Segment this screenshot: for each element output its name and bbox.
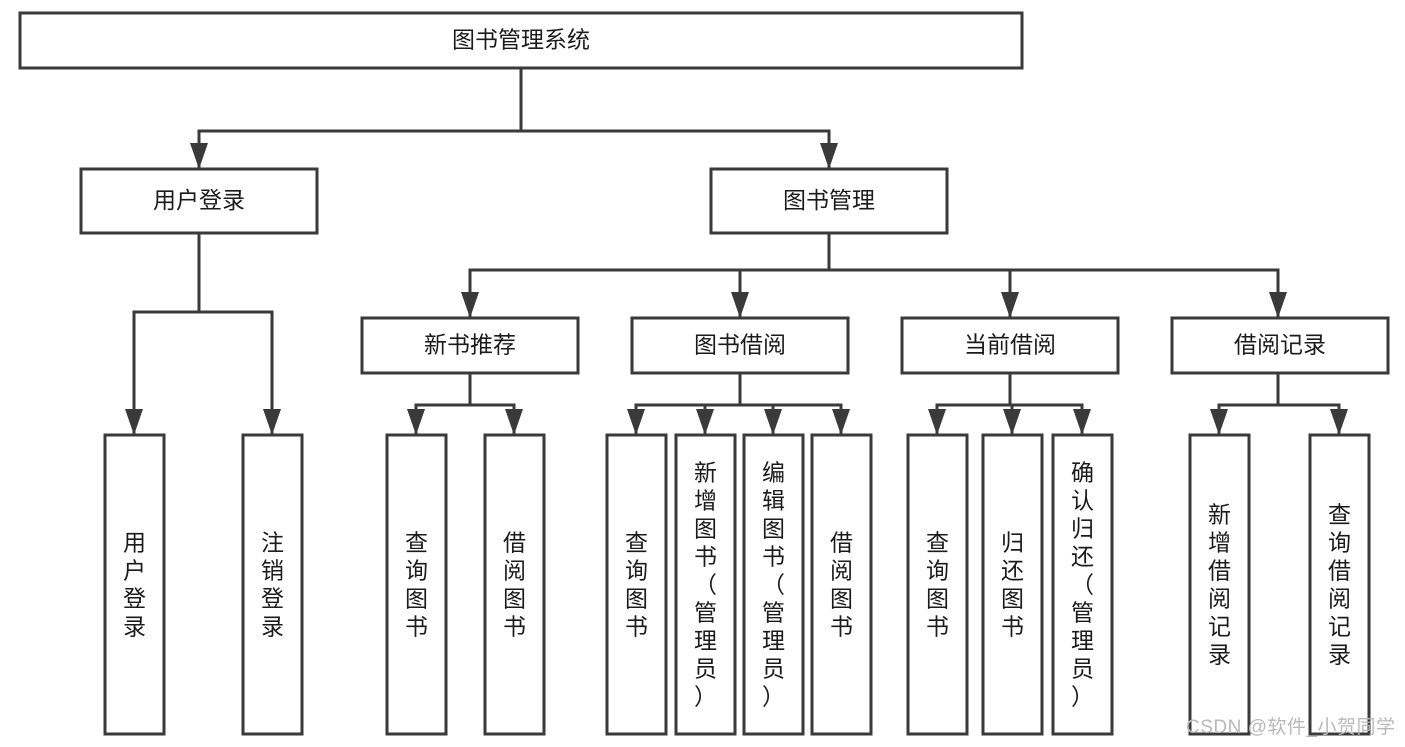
arrow-head-icon <box>1330 409 1348 435</box>
arrow-head-icon <box>407 409 425 435</box>
node-leaf-label-10: 确认归还（管理员） <box>1071 460 1094 710</box>
node-root-label: 图书管理系统 <box>452 27 590 53</box>
node-level3-label-2: 当前借阅 <box>964 332 1056 358</box>
node-leaf-label-3: 借阅图书 <box>503 530 526 640</box>
node-level3-box-3[interactable] <box>1170 316 1390 375</box>
node-leaf-box-7[interactable] <box>810 433 873 736</box>
node-level3-label-1: 图书借阅 <box>694 332 786 358</box>
node-level3-box-2[interactable] <box>900 316 1120 375</box>
node-leaf-label-7: 借阅图书 <box>830 530 853 640</box>
node-leaf-box-3[interactable] <box>483 433 546 736</box>
node-leaf-box-4[interactable] <box>605 433 668 736</box>
node-leaf-box-2[interactable] <box>385 433 448 736</box>
node-leaf-label-1: 注销登录 <box>261 530 284 640</box>
node-leaf-box-12[interactable] <box>1308 433 1371 736</box>
node-leaf-box-6[interactable] <box>742 433 805 736</box>
arrow-head-icon <box>731 292 749 318</box>
node-leaf-box-10[interactable] <box>1051 433 1114 736</box>
arrow-head-icon <box>1073 409 1091 435</box>
node-leaf-label-8: 查询图书 <box>926 530 949 640</box>
arrow-head-icon <box>505 409 523 435</box>
arrow-head-icon <box>696 409 714 435</box>
arrow-head-icon <box>125 409 143 435</box>
node-layer: 图书管理系统用户登录图书管理新书推荐图书借阅当前借阅借阅记录用户登录注销登录查询… <box>18 11 1390 736</box>
node-leaf-box-11[interactable] <box>1188 433 1251 736</box>
arrow-head-icon <box>627 409 645 435</box>
node-leaf-label-12: 查询借阅记录 <box>1328 502 1351 668</box>
arrow-head-icon <box>1210 409 1228 435</box>
node-level3-box-1[interactable] <box>630 316 850 375</box>
arrow-head-icon <box>1003 409 1021 435</box>
node-level3-label-0: 新书推荐 <box>424 332 516 358</box>
arrow-head-icon <box>1269 292 1287 318</box>
arrow-head-icon <box>263 409 281 435</box>
arrow-head-icon <box>928 409 946 435</box>
node-leaf-label-2: 查询图书 <box>405 530 428 640</box>
node-leaf-box-0[interactable] <box>103 433 166 736</box>
node-leaf-label-4: 查询图书 <box>625 530 648 640</box>
arrow-head-icon <box>832 409 850 435</box>
node-leaf-label-11: 新增借阅记录 <box>1208 502 1231 668</box>
node-leaf-box-8[interactable] <box>906 433 969 736</box>
arrow-head-icon <box>764 409 782 435</box>
node-level3-label-3: 借阅记录 <box>1234 332 1326 358</box>
node-level2-box-1[interactable] <box>709 167 949 235</box>
node-level3-box-0[interactable] <box>360 316 580 375</box>
node-leaf-box-9[interactable] <box>981 433 1044 736</box>
node-leaf-label-9: 归还图书 <box>1001 530 1024 640</box>
node-leaf-label-5: 新增图书（管理员） <box>694 460 717 710</box>
arrow-head-icon <box>461 292 479 318</box>
node-leaf-box-1[interactable] <box>241 433 304 736</box>
node-level2-box-0[interactable] <box>79 167 319 235</box>
arrow-head-icon <box>820 143 838 169</box>
node-level2-label-0: 用户登录 <box>153 187 245 213</box>
node-leaf-box-5[interactable] <box>674 433 737 736</box>
node-level2-label-1: 图书管理 <box>783 187 875 213</box>
arrow-head-icon <box>1001 292 1019 318</box>
node-leaf-label-6: 编辑图书（管理员） <box>762 460 785 710</box>
arrow-head-icon <box>190 143 208 169</box>
connector-layer <box>125 66 1348 437</box>
node-leaf-label-0: 用户登录 <box>123 530 146 640</box>
node-root-box[interactable] <box>18 11 1024 70</box>
